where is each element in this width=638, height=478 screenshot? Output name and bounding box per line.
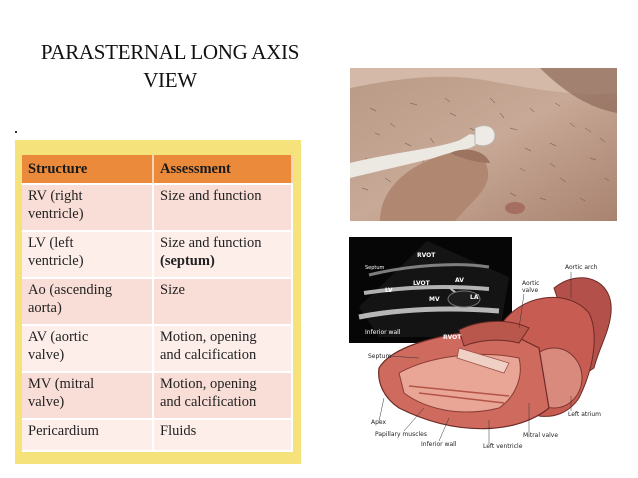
header-assessment: Assessment [153,155,293,185]
label-mitral-valve: Mitral valve [523,432,558,439]
echo-label-lvot: LVOT [413,280,431,287]
label-rvot: RVOT [443,334,462,341]
echo-label-inferior-wall: Inferior wall [365,329,401,336]
bullet-dot [15,131,17,133]
echocardiogram-image: RVOT Septum LV LVOT AV MV LA Inferior wa… [349,237,512,343]
assessment-cell: Size and function(septum) [153,231,293,279]
echo-label-lv: LV [385,287,393,294]
heart-anatomy-illustration: Aortic arch Aortic valve RVOT Septum Ape… [349,258,617,458]
assessment-cell: Size [153,278,293,326]
title-line-2: VIEW [143,68,197,92]
slide-title: PARASTERNAL LONG AXIS VIEW [20,38,320,94]
label-papillary-muscles: Papillary muscles [375,431,427,438]
echo-label-av: AV [455,277,464,284]
structure-cell: Pericardium [22,419,154,452]
echo-label-rvot: RVOT [417,252,436,259]
echo-label-la: LA [470,294,479,301]
table-row: Pericardium Fluids [22,419,293,452]
label-left-ventricle: Left ventricle [483,443,523,450]
assessment-cell: Size and function [153,184,293,232]
label-left-atrium: Left atrium [568,411,601,418]
title-line-1: PARASTERNAL LONG AXIS [40,40,300,64]
label-aortic-arch: Aortic arch [565,264,598,271]
label-inferior-wall: Inferior wall [421,441,457,448]
label-aortic-valve-2: valve [522,287,538,294]
label-septum: Septum [368,353,391,360]
echo-label-mv: MV [429,296,440,303]
label-aortic-valve-1: Aortic [522,280,539,287]
header-structure: Structure [22,155,154,185]
assessment-cell: Fluids [153,419,293,452]
echo-label-septum: Septum [365,265,385,271]
transducer-photo [350,68,617,221]
label-apex: Apex [371,419,386,426]
table-header-row: Structure Assessment [22,155,293,185]
